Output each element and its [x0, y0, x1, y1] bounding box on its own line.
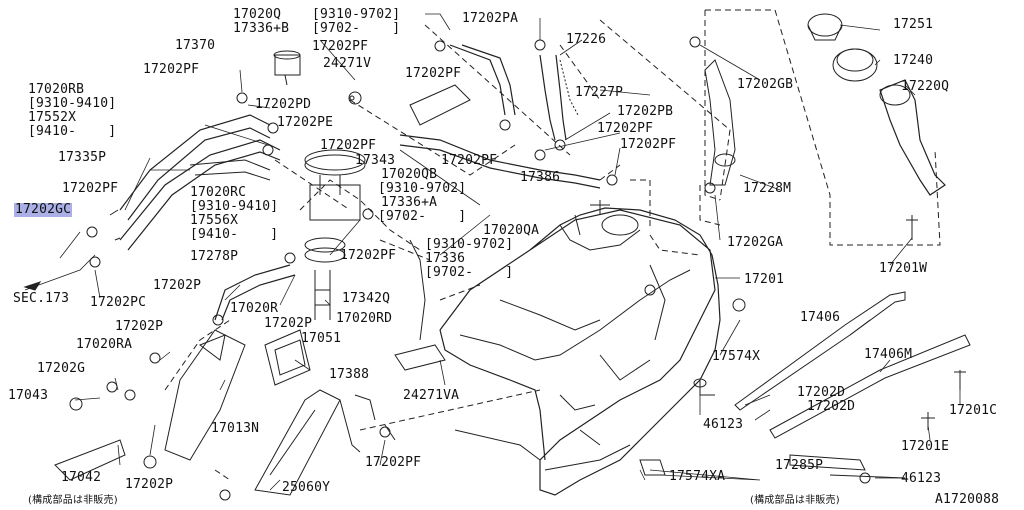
label-17202P-a: 17202P: [153, 278, 202, 293]
label-17020QA: 17020QA: [483, 223, 540, 238]
label-17202PE: 17202PE: [277, 115, 334, 130]
label-range-9702-b: [9702- ]: [378, 209, 467, 224]
label-17202PC: 17202PC: [90, 295, 147, 310]
label-17043: 17043: [8, 388, 49, 403]
seal-17251: [807, 13, 843, 37]
label-17202GB: 17202GB: [737, 77, 794, 92]
label-17285P: 17285P: [775, 458, 824, 473]
label-17020RA: 17020RA: [76, 337, 133, 352]
label-17202GA: 17202GA: [727, 235, 784, 250]
label-17201E: 17201E: [901, 439, 950, 454]
label-17552X: 17552X: [28, 110, 77, 125]
label-17042: 17042: [61, 470, 102, 485]
label-17201C: 17201C: [949, 403, 998, 418]
fuel-tank-17201: [439, 207, 721, 496]
label-range-9702-a: [9702- ]: [312, 21, 401, 36]
label-17202PF-f: 17202PF: [441, 153, 498, 168]
label-17202D-a: 17202D: [797, 385, 846, 400]
label-17202PF-d: 17202PF: [597, 121, 654, 136]
label-17227P: 17227P: [575, 85, 624, 100]
label-17020Q: 17020Q: [233, 7, 282, 22]
label-17386: 17386: [520, 170, 561, 185]
label-17013N: 17013N: [211, 421, 260, 436]
label-17240: 17240: [893, 53, 934, 68]
label-17228M: 17228M: [743, 181, 792, 196]
label-17202PF-h: 17202PF: [62, 181, 119, 196]
label-17406M: 17406M: [864, 347, 913, 362]
sender-ring-17343: [304, 149, 366, 171]
label-range-9310-9410-b: [9310-9410]: [190, 199, 279, 214]
label-17220Q: 17220Q: [901, 79, 950, 94]
label-range-9702-c: [9702- ]: [425, 265, 514, 280]
label-sec-173[interactable]: SEC.173: [13, 291, 70, 306]
label-24271V: 24271V: [323, 56, 372, 71]
label-17336B: 17336+B: [233, 21, 290, 36]
label-17202GC-highlighted[interactable]: 17202GC: [14, 202, 73, 217]
label-17388: 17388: [329, 367, 370, 382]
label-17051: 17051: [301, 331, 342, 346]
label-17336: 17336: [425, 251, 466, 266]
label-17202G: 17202G: [37, 361, 86, 376]
label-range-9410-b: [9410- ]: [190, 227, 279, 242]
tank-opening: [601, 214, 639, 236]
label-17343: 17343: [355, 153, 396, 168]
label-17201W: 17201W: [879, 261, 928, 276]
canister-17370: [274, 54, 301, 76]
label-24271VA: 24271VA: [403, 388, 460, 403]
label-17202PF-b: 17202PF: [143, 62, 200, 77]
label-17202PD: 17202PD: [255, 97, 312, 112]
label-17370: 17370: [175, 38, 216, 53]
label-17251: 17251: [893, 17, 934, 32]
label-17202P-d: 17202P: [125, 477, 174, 492]
label-17202D-b: 17202D: [807, 399, 856, 414]
label-17202PF-c: 17202PF: [405, 66, 462, 81]
label-17202PF-a: 17202PF: [312, 39, 369, 54]
label-25060Y: 25060Y: [282, 480, 331, 495]
label-17020QB: 17020QB: [381, 167, 438, 182]
label-17342Q: 17342Q: [342, 291, 391, 306]
label-range-9310-9702-a: [9310-9702]: [312, 7, 401, 22]
label-17335P: 17335P: [58, 150, 107, 165]
label-17202P-b: 17202P: [264, 316, 313, 331]
label-17574XA: 17574XA: [669, 469, 726, 484]
label-17020RD: 17020RD: [336, 311, 393, 326]
label-17020RC: 17020RC: [190, 185, 247, 200]
label-range-9310-9702-b: [9310-9702]: [378, 181, 467, 196]
label-46123-a: 46123: [703, 417, 744, 432]
note-not-sold-left: (構成部品は非販売): [28, 495, 118, 506]
label-17020R: 17020R: [230, 301, 279, 316]
label-17020RB: 17020RB: [28, 82, 85, 97]
label-17278P: 17278P: [190, 249, 239, 264]
label-17201: 17201: [744, 272, 785, 287]
label-17574X: 17574X: [712, 349, 761, 364]
label-range-9410-a: [9410- ]: [28, 124, 117, 139]
label-17336A: 17336+A: [381, 195, 438, 210]
label-17202PB: 17202PB: [617, 104, 674, 119]
label-17226: 17226: [566, 32, 607, 47]
label-46123-b: 46123: [901, 471, 942, 486]
label-17556X: 17556X: [190, 213, 239, 228]
diagram-id: A1720088: [935, 492, 1000, 507]
label-17202PF-e: 17202PF: [320, 138, 377, 153]
label-range-9310-9702-c: [9310-9702]: [425, 237, 514, 252]
label-range-9310-9410-a: [9310-9410]: [28, 96, 117, 111]
strainer-17042: [54, 439, 126, 481]
label-17202PA: 17202PA: [462, 11, 519, 26]
label-17202PF-i: 17202PF: [340, 248, 397, 263]
label-17202PF-j: 17202PF: [365, 455, 422, 470]
note-not-sold-right: (構成部品は非販売): [750, 495, 840, 506]
label-17202P-c: 17202P: [115, 319, 164, 334]
label-17406: 17406: [800, 310, 841, 325]
label-17202PF-g: 17202PF: [620, 137, 677, 152]
